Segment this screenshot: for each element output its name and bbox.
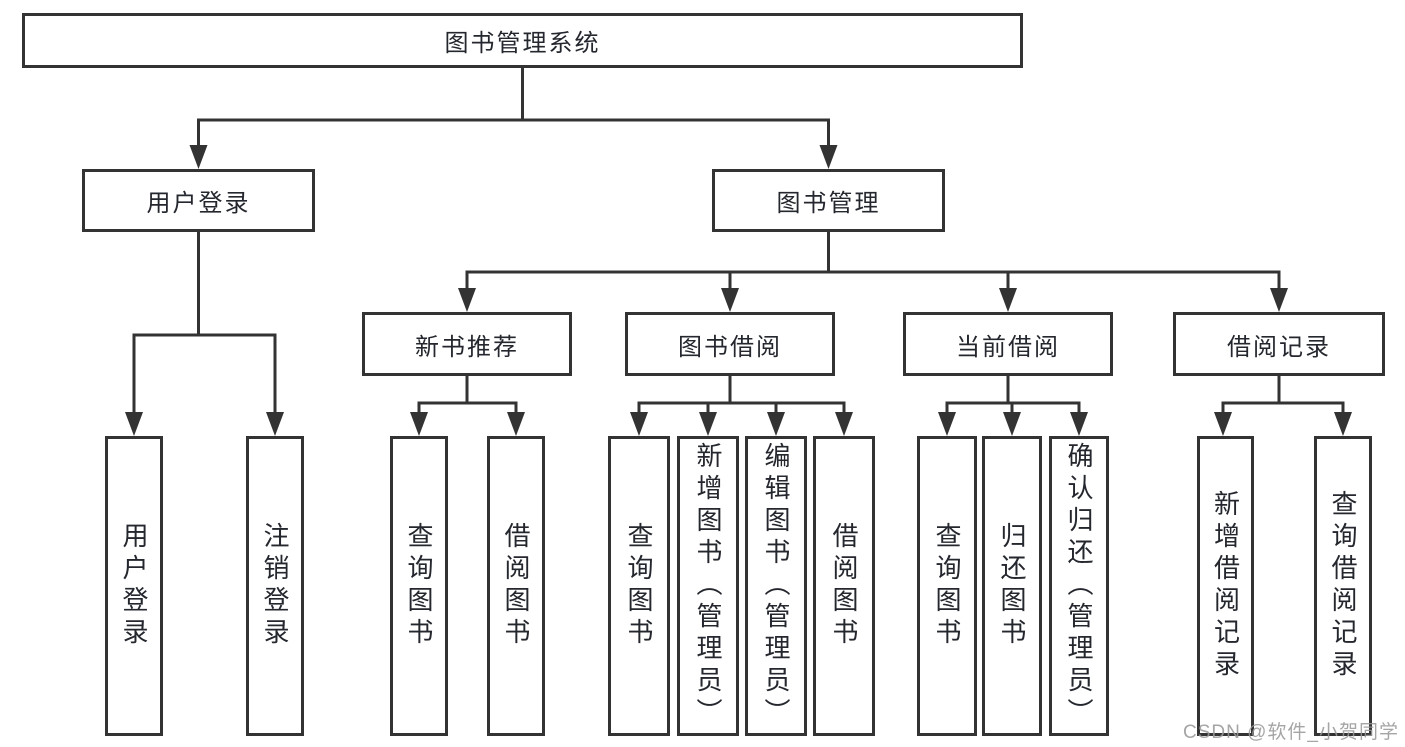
leaf-logout: 注销登录 <box>246 436 304 736</box>
leaf-newrec-query-book-label: 查询图书 <box>404 522 434 650</box>
leaf-newrec-query-book: 查询图书 <box>390 436 448 736</box>
leaf-add-borrow-record-label: 新增借阅记录 <box>1210 490 1241 682</box>
leaf-newrec-borrow-book: 借阅图书 <box>487 436 545 736</box>
node-current-borrow-label: 当前借阅 <box>956 333 1060 361</box>
leaf-borrow-book: 借阅图书 <box>813 436 875 736</box>
leaf-return-book: 归还图书 <box>982 436 1042 736</box>
leaf-edit-book-admin: 编辑图书（管理员） <box>745 436 807 736</box>
node-user-login: 用户登录 <box>82 169 315 232</box>
node-book-borrow: 图书借阅 <box>625 312 835 376</box>
leaf-borrow-query-book: 查询图书 <box>608 436 670 736</box>
leaf-user-login: 用户登录 <box>105 436 163 736</box>
leaf-add-borrow-record: 新增借阅记录 <box>1197 436 1254 736</box>
leaf-add-book-admin: 新增图书（管理员） <box>677 436 739 736</box>
leaf-newrec-borrow-book-label: 借阅图书 <box>501 522 531 650</box>
node-book-borrow-label: 图书借阅 <box>678 333 782 361</box>
leaf-current-query-book: 查询图书 <box>917 436 977 736</box>
leaf-query-borrow-record-label: 查询借阅记录 <box>1328 490 1358 682</box>
leaf-logout-label: 注销登录 <box>260 522 290 650</box>
node-root-label: 图书管理系统 <box>444 30 601 57</box>
node-book-mgmt: 图书管理 <box>712 169 945 232</box>
node-borrow-record-label: 借阅记录 <box>1227 333 1331 361</box>
node-root: 图书管理系统 <box>22 13 1023 68</box>
leaf-return-book-label: 归还图书 <box>997 522 1027 650</box>
node-current-borrow: 当前借阅 <box>903 312 1113 376</box>
watermark: CSDN @软件_小贺同学 <box>1183 722 1399 743</box>
leaf-add-book-admin-label: 新增图书（管理员） <box>693 442 723 730</box>
leaf-current-query-book-label: 查询图书 <box>932 522 962 650</box>
leaf-user-login-label: 用户登录 <box>119 522 149 650</box>
leaf-borrow-book-label: 借阅图书 <box>829 522 859 650</box>
leaf-query-borrow-record: 查询借阅记录 <box>1314 436 1372 736</box>
leaf-confirm-return-admin-label: 确认归还（管理员） <box>1064 442 1094 730</box>
leaf-edit-book-admin-label: 编辑图书（管理员） <box>761 442 791 730</box>
node-borrow-record: 借阅记录 <box>1173 312 1385 376</box>
node-user-login-label: 用户登录 <box>146 190 251 217</box>
node-new-book-rec-label: 新书推荐 <box>415 333 519 361</box>
node-new-book-rec: 新书推荐 <box>362 312 572 376</box>
leaf-borrow-query-book-label: 查询图书 <box>624 522 654 650</box>
leaf-confirm-return-admin: 确认归还（管理员） <box>1049 436 1109 736</box>
node-book-mgmt-label: 图书管理 <box>776 190 881 217</box>
